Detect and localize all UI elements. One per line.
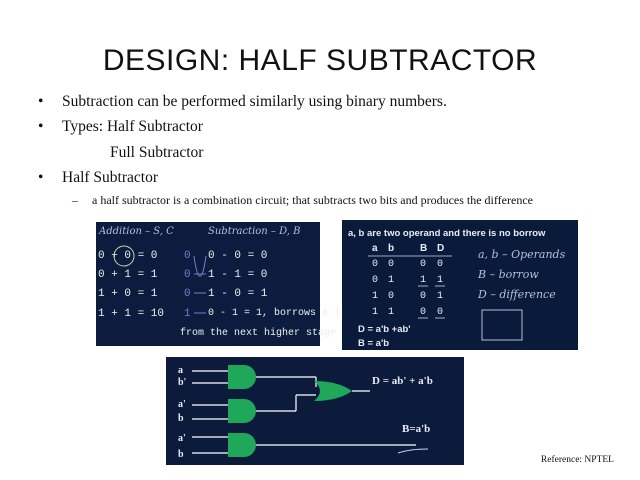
or-gate (314, 381, 352, 401)
and-gate (228, 399, 256, 423)
input-label: b (178, 413, 184, 424)
carry-value: 0 (184, 269, 191, 281)
table-cell: 1 (372, 291, 379, 302)
bullet-text: Types: Half Subtractor (62, 118, 203, 135)
input-label: a' (178, 399, 186, 410)
board-heading: a, b are two operand and there is no bor… (348, 228, 546, 239)
input-label: b (178, 449, 184, 460)
carry-value: 0 (184, 250, 191, 262)
addition-row: 0 + 0 = 0 (98, 250, 158, 262)
bullet-mark: • (38, 118, 44, 135)
table-cell: 1 (437, 291, 444, 302)
table-cell: 1 (437, 275, 444, 286)
table-cell: 0 (420, 307, 427, 318)
table-cell: 0 (437, 259, 444, 270)
addition-row: 1 + 1 = 10 (98, 308, 165, 320)
subtraction-header: Subtraction – D, B (208, 226, 301, 237)
table-cell: 0 (437, 307, 444, 318)
table-cell: 0 (388, 291, 395, 302)
half-subtractor-circuit: a b' a' b a' b D = ab' + a'b B=a'b (166, 357, 464, 465)
subtraction-row: 0 - 1 = 1, borrows a 1 (208, 308, 341, 319)
note-difference: D – difference (478, 288, 556, 301)
carry-value: 0 (184, 288, 191, 300)
table-cell: 0 (420, 259, 427, 270)
input-label: b' (178, 377, 187, 388)
note-operands: a, b – Operands (478, 248, 566, 261)
col-header-difference: D (437, 243, 445, 254)
chalk-annotations (113, 245, 207, 314)
bullet-4: • Half Subtractor (38, 169, 158, 187)
addition-row: 0 + 1 = 1 (98, 269, 158, 281)
table-cell: 1 (388, 275, 395, 286)
reference-note: Reference: NPTEL (540, 455, 614, 465)
table-underlines (368, 255, 523, 341)
bullet-mark: • (38, 93, 44, 110)
carry-value: 1 (184, 308, 191, 320)
difference-output: D = ab' + a'b (372, 375, 433, 387)
table-cell: 1 (372, 307, 379, 318)
col-header-borrow: B (420, 243, 428, 254)
subtraction-row: 1 - 0 = 1 (208, 288, 268, 300)
bullet-1: • Subtraction can be performed similarly … (38, 93, 447, 111)
borrow-output: B=a'b (402, 423, 431, 435)
bullet-mark: • (38, 169, 44, 186)
truth-table-board: a, b are two operand and there is no bor… (342, 220, 578, 350)
subtraction-row: 0 - 0 = 0 (208, 250, 268, 262)
borrow-equation: B = a'b (358, 338, 390, 349)
table-cell: 1 (420, 275, 427, 286)
addition-row: 1 + 0 = 1 (98, 288, 158, 300)
bullet-text: Full Subtractor (110, 144, 204, 161)
bullet-text: Half Subtractor (62, 169, 158, 186)
arrow-annotation (193, 255, 207, 277)
arrow-annotation (397, 448, 429, 454)
table-cell: 0 (372, 259, 379, 270)
note-borrow: B – borrow (478, 268, 539, 281)
col-header-a: a (372, 243, 378, 254)
sub-bullet-mark: – (72, 193, 78, 207)
difference-equation: D = a'b +ab' (358, 324, 411, 335)
and-gate (228, 365, 256, 389)
bullet-text: Subtraction can be performed similarly u… (62, 93, 447, 110)
input-label: a (178, 365, 183, 376)
sub-bullet: – a half subtractor is a combination cir… (72, 192, 572, 208)
table-cell: 0 (388, 259, 395, 270)
borrow-footer: from the next higher stage (180, 328, 337, 339)
table-cell: 1 (388, 307, 395, 318)
sub-bullet-text: a half subtractor is a combination circu… (92, 193, 533, 207)
gate-diagram (192, 365, 429, 457)
and-gate (228, 433, 256, 457)
drawn-box (481, 309, 523, 341)
slide-title: DESIGN: HALF SUBTRACTOR (102, 44, 538, 77)
col-header-b: b (388, 243, 395, 254)
bullet-2: • Types: Half Subtractor (38, 118, 203, 136)
table-cell: 0 (372, 275, 379, 286)
subtraction-row: 1 - 1 = 0 (208, 269, 268, 281)
addition-header: Addition – S, C (99, 226, 174, 237)
bullet-3: Full Subtractor (110, 144, 203, 162)
input-label: a' (178, 433, 186, 444)
table-cell: 0 (420, 291, 427, 302)
circle-annotation (113, 245, 135, 267)
addition-subtraction-board: Addition – S, C Subtraction – D, B 0 + 0… (96, 222, 340, 346)
